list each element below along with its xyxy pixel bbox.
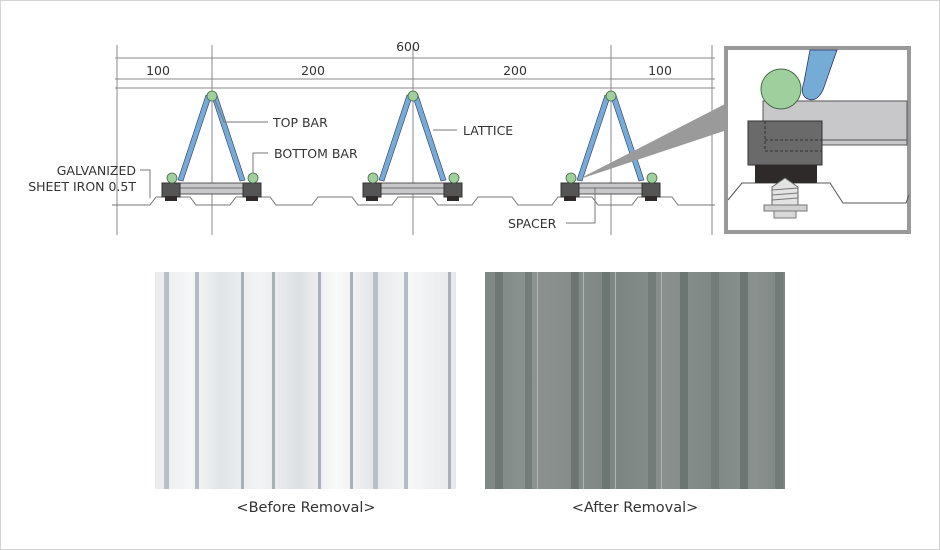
label-galvanized-2: SHEET IRON 0.5T (28, 179, 136, 194)
label-lattice: LATTICE (463, 123, 513, 138)
label-galvanized-1: GALVANIZED (57, 163, 136, 178)
dimension-segment-2: 200 (301, 63, 325, 78)
dimension-segment-1: 100 (146, 63, 170, 78)
truss-unit-3 (560, 90, 661, 201)
caption-before-removal: <Before Removal> (236, 500, 376, 516)
label-spacer: SPACER (508, 216, 557, 231)
truss-unit-1 (161, 90, 262, 201)
detail-callout-wedge (577, 103, 727, 180)
leader-lines (140, 99, 596, 224)
truss-diagram: 600 100 200 200 100 (28, 39, 911, 235)
photo-after-removal (485, 272, 785, 489)
detail-view (724, 46, 911, 234)
roof-sheet-profile (112, 196, 715, 206)
dimension-lines (115, 45, 715, 235)
label-top-bar: TOP BAR (272, 115, 328, 130)
truss-unit-2 (362, 90, 463, 201)
photo-before-removal (155, 272, 456, 489)
dimension-total: 600 (396, 39, 420, 54)
dimension-segment-3: 200 (503, 63, 527, 78)
caption-after-removal: <After Removal> (571, 500, 699, 516)
dimension-segment-4: 100 (648, 63, 672, 78)
label-bottom-bar: BOTTOM BAR (274, 146, 358, 161)
